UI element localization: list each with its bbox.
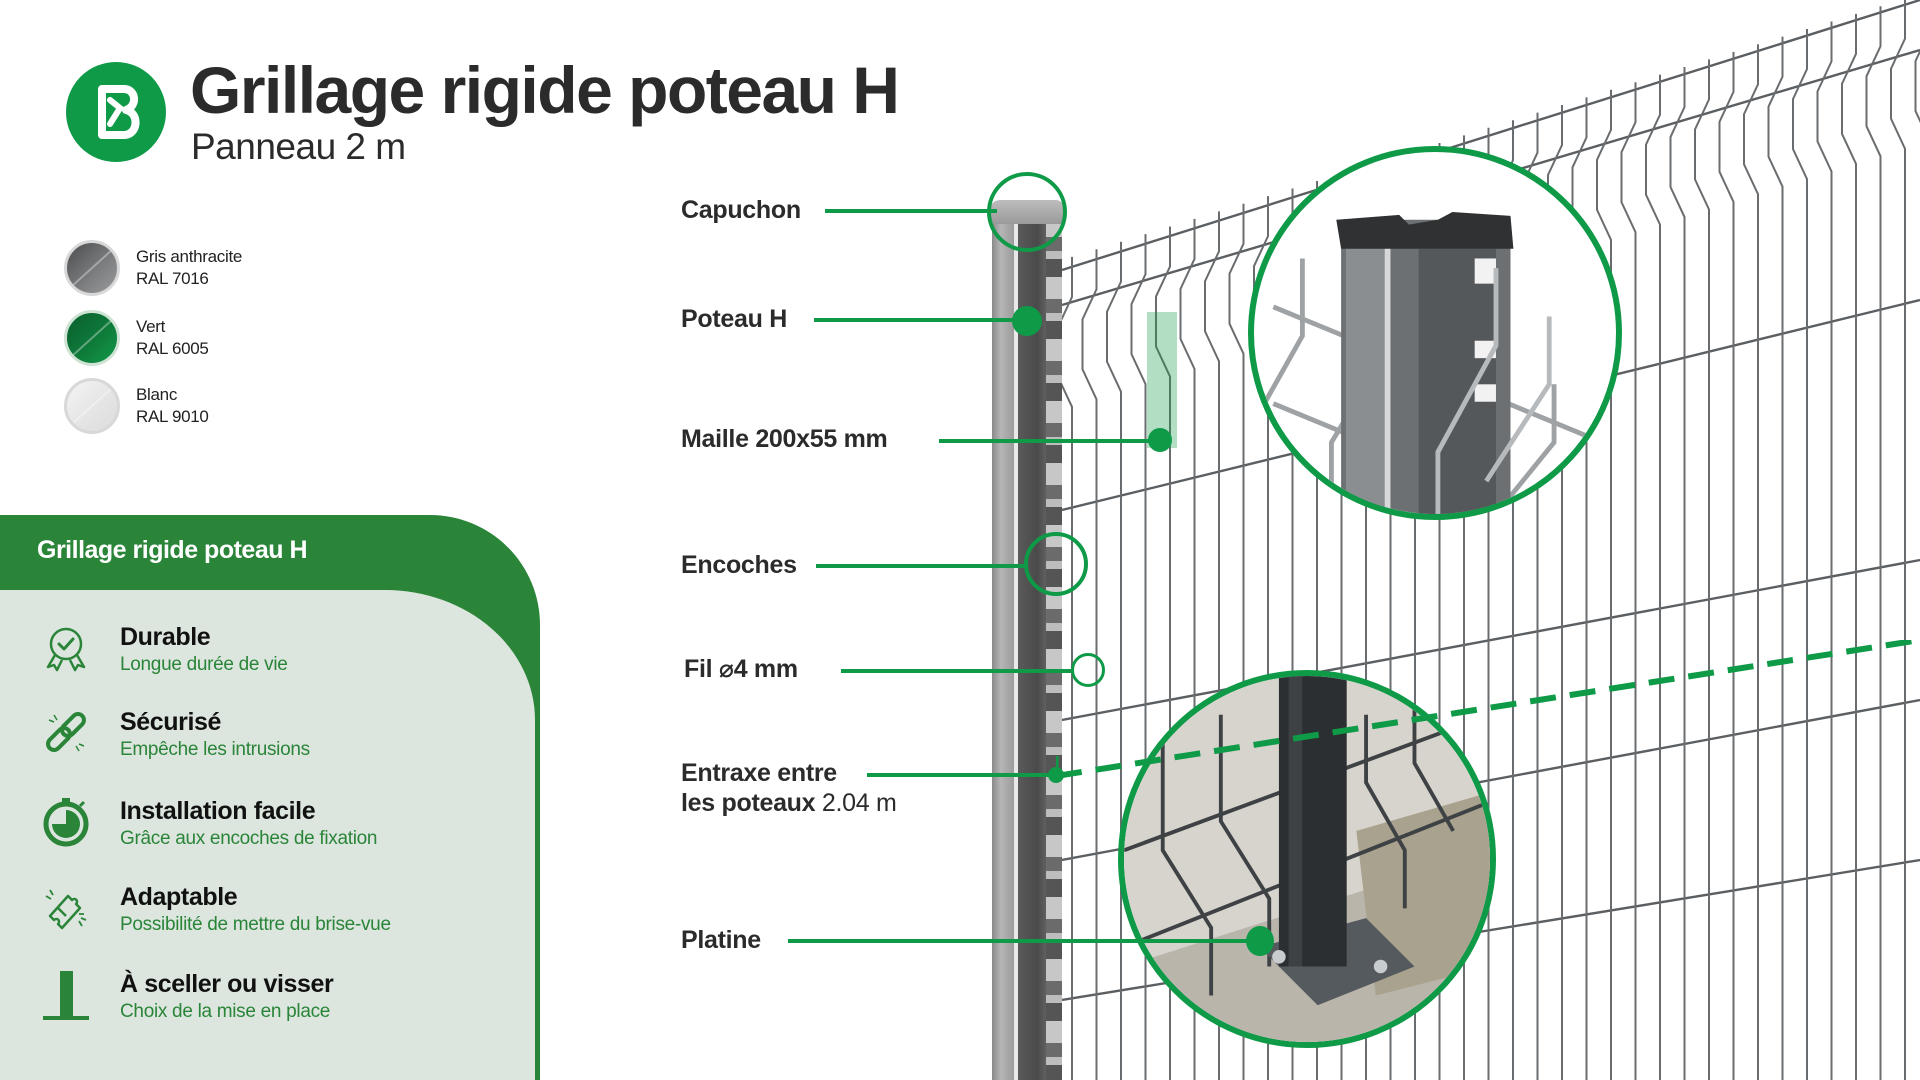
callout-capuchon: Capuchon — [681, 196, 801, 224]
color-swatch-white[interactable] — [64, 378, 120, 434]
feature-desc: Choix de la mise en place — [120, 1001, 331, 1022]
feature-adaptable: Adaptable Possibilité de mettre du brise… — [40, 882, 520, 952]
callout-poteau-h: Poteau H — [681, 305, 787, 333]
callout-line-encoches — [816, 564, 1026, 568]
detail-base-plate-zoom — [1118, 670, 1496, 1048]
callout-ring-encoches — [1024, 532, 1088, 596]
color-swatch-green[interactable] — [64, 310, 120, 366]
post-h-channel — [1018, 210, 1050, 1080]
stopwatch-icon — [40, 796, 92, 848]
feature-desc: Longue durée de vie — [120, 654, 288, 675]
entraxe-line2: les poteaux — [681, 789, 816, 817]
entraxe-value: 2.04 m — [821, 789, 897, 817]
features-panel-body — [0, 590, 535, 1080]
features-panel-title: Grillage rigide poteau H — [37, 536, 308, 564]
award-check-icon — [40, 622, 92, 674]
swatch-code: RAL 7016 — [136, 269, 209, 288]
callout-dot-poteau — [1012, 306, 1042, 336]
feature-title: Durable — [120, 623, 211, 651]
callout-entraxe: Entraxe entre les poteaux 2.04 m — [681, 758, 897, 818]
diameter-icon: ⌀ — [718, 655, 734, 683]
swatch-name: Vert — [136, 317, 166, 336]
feature-title: À sceller ou visser — [120, 970, 334, 998]
fil-value: 4 mm — [733, 655, 798, 683]
feature-title: Sécurisé — [120, 708, 222, 736]
post-notches — [1046, 215, 1062, 1080]
callout-ring-fil — [1071, 653, 1105, 687]
feature-sceller-visser: À sceller ou visser Choix de la mise en … — [40, 969, 520, 1039]
mesh-cell-highlight — [1147, 312, 1177, 448]
callout-line-capuchon — [825, 209, 997, 213]
swatch-code: RAL 9010 — [136, 407, 209, 426]
callout-line-fil — [841, 669, 1071, 673]
feature-securise: Sécurisé Empêche les intrusions — [40, 707, 520, 777]
callout-dot-platine — [1246, 926, 1274, 956]
page-title: Grillage rigide poteau H — [190, 53, 900, 127]
feature-desc: Possibilité de mettre du brise-vue — [120, 914, 391, 935]
post-h-body — [992, 210, 1014, 1080]
callout-platine: Platine — [681, 926, 761, 954]
swatch-blanc[interactable]: Blanc RAL 9010 — [64, 378, 209, 434]
callout-line-poteau — [814, 318, 1024, 322]
callout-line-platine — [788, 939, 1258, 943]
color-swatch-grey[interactable] — [64, 240, 120, 296]
detail-cap-zoom — [1248, 146, 1622, 520]
callout-encoches: Encoches — [681, 551, 797, 579]
callout-ring-capuchon — [987, 172, 1067, 252]
callout-line-maille — [939, 439, 1159, 443]
swatch-code: RAL 6005 — [136, 339, 209, 358]
callout-maille: Maille 200x55 mm — [681, 425, 888, 453]
logo-b-icon — [98, 85, 140, 139]
callout-dot-entraxe — [1048, 767, 1064, 783]
page-subtitle: Panneau 2 m — [191, 126, 406, 167]
puzzle-icon — [40, 882, 92, 934]
chain-link-icon — [40, 707, 92, 759]
entraxe-dashed-line — [1056, 640, 1920, 780]
feature-title: Installation facile — [120, 797, 316, 825]
entraxe-line1: Entraxe entre — [681, 759, 837, 787]
callout-line-entraxe — [867, 773, 1057, 777]
swatch-name: Gris anthracite — [136, 247, 243, 266]
swatch-vert[interactable]: Vert RAL 6005 — [64, 310, 209, 366]
feature-installation: Installation facile Grâce aux encoches d… — [40, 796, 520, 866]
brand-logo — [66, 62, 166, 162]
callout-dot-maille — [1148, 428, 1172, 452]
feature-title: Adaptable — [120, 883, 238, 911]
callout-fil: Fil ⌀4 mm — [684, 654, 798, 684]
feature-desc: Grâce aux encoches de fixation — [120, 828, 378, 849]
post-base-icon — [40, 969, 92, 1021]
swatch-gris-anthracite[interactable]: Gris anthracite RAL 7016 — [64, 240, 242, 296]
feature-desc: Empêche les intrusions — [120, 739, 310, 760]
swatch-name: Blanc — [136, 385, 178, 404]
fil-prefix: Fil — [684, 655, 713, 683]
feature-durable: Durable Longue durée de vie — [40, 622, 520, 692]
post-h-edge — [1014, 210, 1018, 1080]
